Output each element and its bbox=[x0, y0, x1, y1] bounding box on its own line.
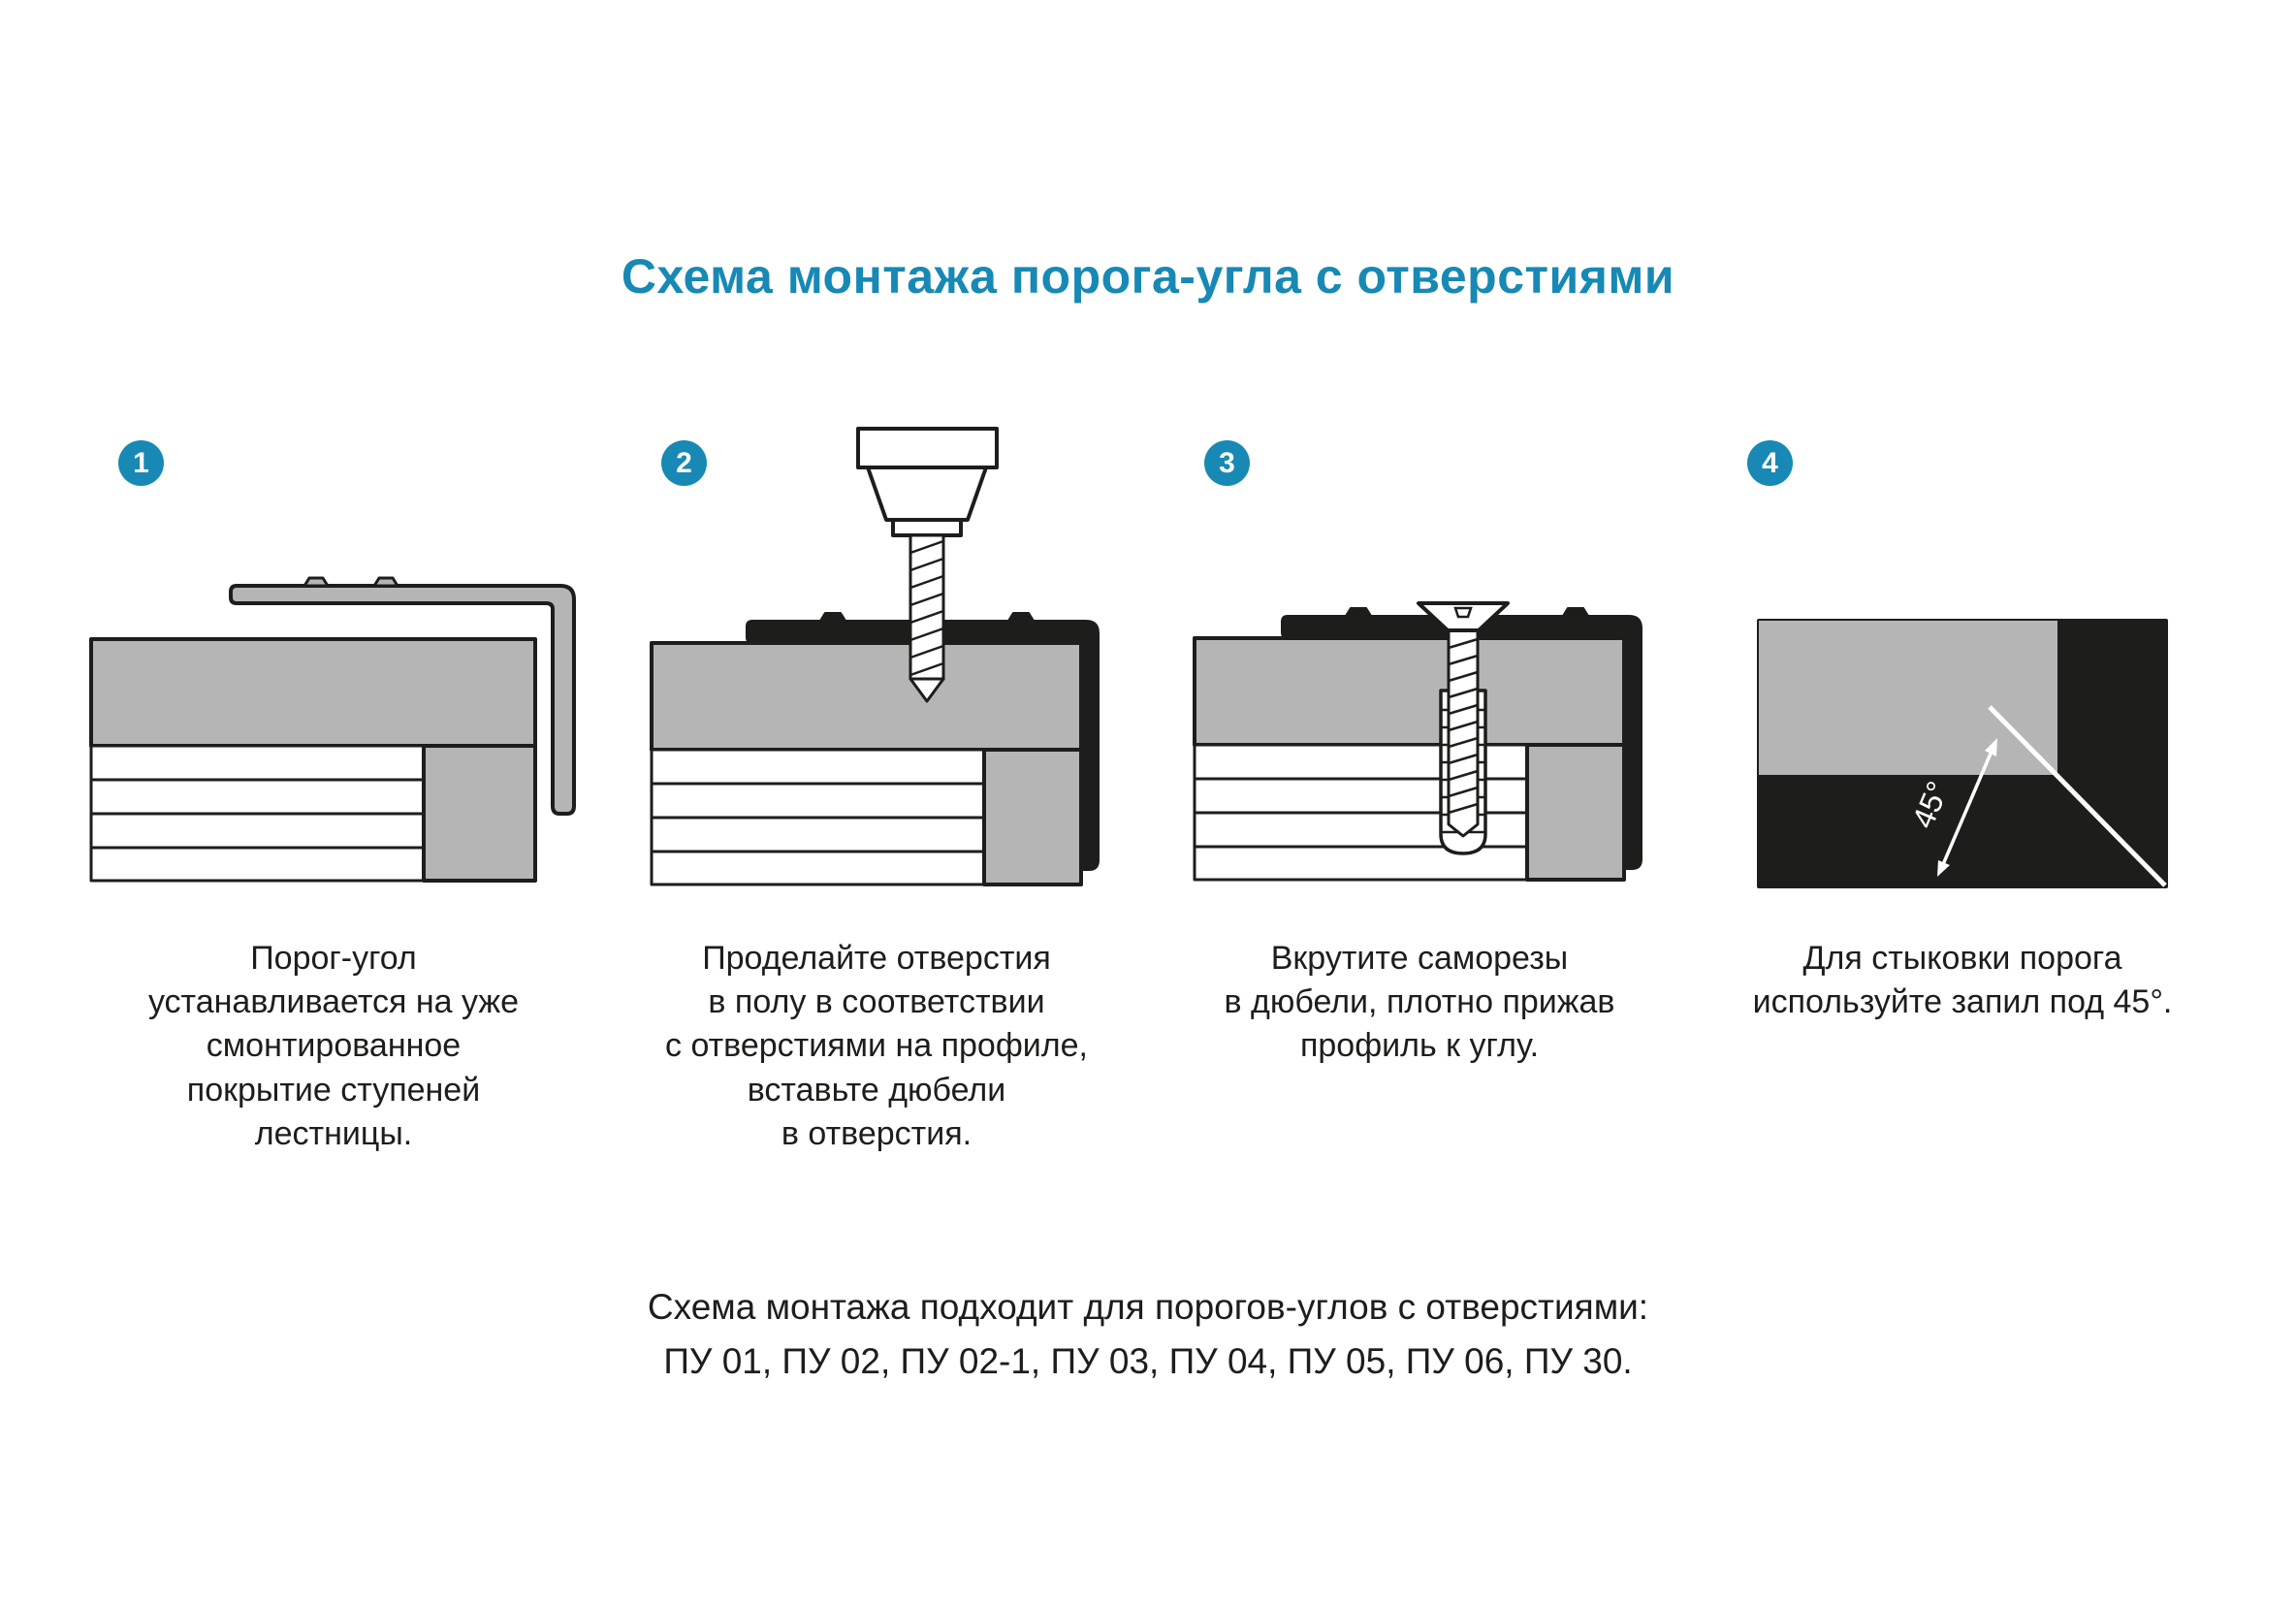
drill-body bbox=[856, 427, 999, 469]
step-column-2: 2 bbox=[615, 427, 1138, 1156]
screw-icon bbox=[1417, 601, 1510, 838]
step-column-4: 4 45° Для стыковки порога используйте за… bbox=[1701, 440, 2224, 1156]
stair-tread-block bbox=[88, 637, 537, 748]
stair-riser-block bbox=[1525, 743, 1626, 882]
tread-layer bbox=[89, 812, 425, 850]
footer-line-2: ПУ 01, ПУ 02, ПУ 02-1, ПУ 03, ПУ 04, ПУ … bbox=[663, 1340, 1633, 1381]
page-title: Схема монтажа порога-угла с отверстиями bbox=[621, 249, 1675, 304]
profile-hole-bump bbox=[819, 612, 846, 622]
profile-hole-bump bbox=[1562, 607, 1589, 617]
profile-top-view bbox=[1759, 621, 2057, 775]
step3-illustration-box bbox=[1158, 440, 1681, 888]
step-number-badge: 2 bbox=[661, 440, 707, 486]
step3-illustration bbox=[1193, 601, 1642, 882]
step-number-badge: 1 bbox=[118, 440, 164, 486]
profile-hole-bump bbox=[1007, 612, 1035, 622]
drill-bit-tip bbox=[909, 677, 945, 703]
profile-hole-bump bbox=[1345, 607, 1372, 617]
footer-line-1: Схема монтажа подходит для порогов-углов… bbox=[647, 1287, 1649, 1328]
step1-illustration-box bbox=[72, 440, 595, 888]
tread-layer bbox=[89, 744, 425, 782]
steps-row: 1 Порог-угол устанавливается на уже смон… bbox=[0, 427, 2296, 1156]
angle-arrow bbox=[1937, 738, 1997, 877]
tread-layer bbox=[650, 748, 986, 786]
profile-hole-bump bbox=[372, 576, 399, 588]
stair-riser-block bbox=[982, 748, 1083, 886]
corner-profile bbox=[228, 584, 576, 816]
step-column-3: 3 bbox=[1158, 440, 1681, 1156]
step2-illustration bbox=[650, 427, 1100, 886]
stair-tread-block bbox=[650, 641, 1083, 752]
tread-layer bbox=[650, 816, 986, 853]
step2-illustration-box bbox=[615, 427, 1138, 888]
drill-bit bbox=[909, 533, 945, 681]
step4-illustration-box: 45° bbox=[1701, 440, 2224, 888]
tread-layer bbox=[650, 850, 986, 886]
tread-layer bbox=[89, 778, 425, 816]
step-number-badge: 4 bbox=[1747, 440, 1793, 486]
tread-layer bbox=[650, 782, 986, 820]
drill-icon bbox=[856, 427, 999, 703]
screw-drive bbox=[1453, 606, 1473, 619]
profile-hole-bump bbox=[303, 576, 329, 588]
step-caption: Для стыковки порога используйте запил по… bbox=[1752, 940, 2173, 1021]
step-caption: Проделайте отверстия в полу в соответств… bbox=[665, 940, 1088, 1152]
tread-layer bbox=[1193, 845, 1529, 882]
step-column-1: 1 Порог-угол устанавливается на уже смон… bbox=[72, 440, 595, 1156]
step4-illustration: 45° bbox=[1757, 619, 2168, 888]
step-caption: Вкрутите саморезы в дюбели, плотно прижа… bbox=[1224, 940, 1615, 1065]
step1-illustration bbox=[88, 576, 576, 883]
step-caption: Порог-угол устанавливается на уже смонти… bbox=[147, 940, 520, 1152]
stair-riser-block bbox=[421, 744, 537, 883]
drill-collar bbox=[891, 518, 963, 537]
miter-cut-line bbox=[1988, 705, 2167, 887]
drill-chuck bbox=[866, 466, 988, 522]
tread-layer bbox=[89, 846, 425, 883]
stair-tread-block bbox=[1193, 636, 1626, 747]
step-number-badge: 3 bbox=[1204, 440, 1250, 486]
footer-note: Схема монтажа подходит для порогов-углов… bbox=[0, 1280, 2296, 1388]
